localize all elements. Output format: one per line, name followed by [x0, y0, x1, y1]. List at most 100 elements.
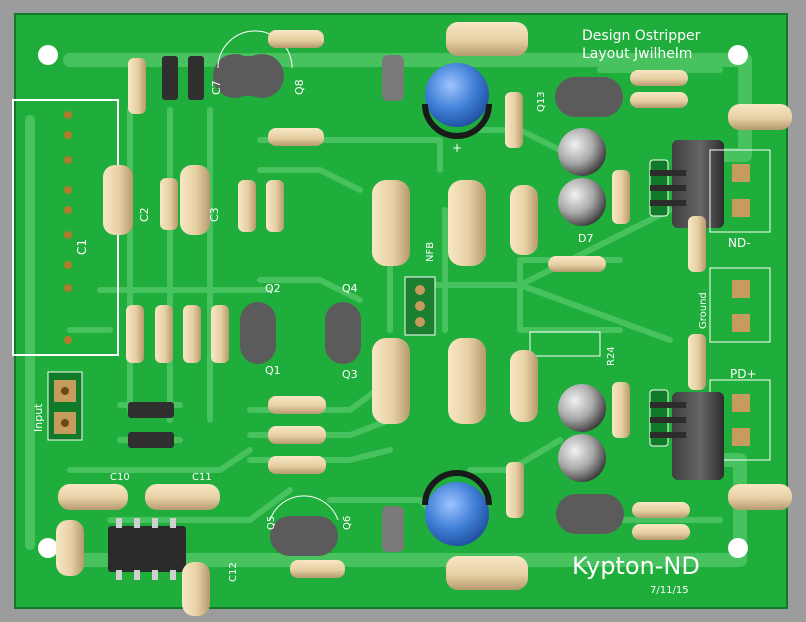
- resistor: [612, 382, 630, 438]
- cap-c2: [103, 165, 133, 235]
- resistor: [506, 462, 524, 518]
- cap-right-lower: [510, 350, 538, 422]
- reg-leg: [650, 170, 686, 176]
- label-q13: Q13: [536, 91, 547, 112]
- cap-right-top: [728, 104, 792, 130]
- label-q2: Q2: [265, 282, 281, 295]
- resistor: [183, 305, 201, 363]
- resistor: [126, 305, 144, 363]
- label-input: Input: [32, 403, 45, 432]
- regulator-lower: [672, 392, 724, 480]
- diode-bottom: [382, 506, 404, 552]
- label-nfb: NFB: [425, 242, 436, 262]
- pcb-edge: [14, 13, 788, 609]
- nfb-pin: [415, 317, 425, 327]
- big-resistor: [372, 338, 410, 424]
- ground-pad: [732, 314, 750, 332]
- reg-leg: [650, 185, 686, 191]
- resistor: [268, 30, 324, 48]
- resistor-group-left: [126, 58, 284, 363]
- label-r24: R24: [606, 346, 617, 366]
- ic-dip8: [108, 526, 186, 572]
- credit-layout: Layout Jwilhelm: [582, 46, 692, 62]
- big-resistor: [372, 180, 410, 266]
- resistor: [632, 502, 690, 518]
- resistor: [238, 180, 256, 232]
- resistor: [290, 560, 345, 578]
- cap-left-bottom: [56, 520, 84, 576]
- resistor: [268, 128, 324, 146]
- label-q5: Q5: [266, 516, 277, 530]
- mounting-hole: [38, 538, 58, 558]
- diode: [128, 432, 174, 448]
- nfb-pin: [415, 301, 425, 311]
- resistor: [630, 92, 688, 108]
- pd-plus-pad: [732, 394, 750, 412]
- resistor: [548, 256, 606, 272]
- label-c10: C10: [110, 472, 130, 483]
- input-pad-hole: [61, 387, 69, 395]
- c1-pads: [64, 111, 72, 344]
- reg-leg: [650, 402, 686, 408]
- regulator-upper: [672, 140, 724, 228]
- resistor: [688, 334, 706, 390]
- resistor: [612, 170, 630, 224]
- big-resistor-bottom: [446, 556, 528, 590]
- diode: [162, 56, 178, 100]
- resistor: [268, 456, 326, 474]
- diode: [188, 56, 204, 100]
- transistor-can: [558, 178, 606, 226]
- label-ground: Ground: [698, 292, 709, 329]
- r24-outline: [529, 331, 601, 357]
- big-resistor: [448, 180, 486, 266]
- label-c2: C2: [138, 207, 151, 222]
- label-q3: Q3: [342, 368, 358, 381]
- label-c1: C1: [75, 239, 89, 255]
- diode-top: [382, 55, 404, 101]
- electrolytic-cap-top: [425, 63, 489, 127]
- resistor: [505, 92, 523, 148]
- resistor: [268, 426, 326, 444]
- q5q6-pair: [269, 495, 339, 556]
- label-c3: C3: [208, 207, 221, 222]
- polarity-plus-top: +: [452, 141, 462, 155]
- label-pd-plus: PD+: [730, 367, 757, 381]
- q3q4-pair: [325, 302, 361, 364]
- label-q4: Q4: [342, 282, 358, 295]
- resistor: [630, 70, 688, 86]
- label-nd-minus: ND-: [728, 236, 751, 250]
- resistor: [160, 178, 178, 230]
- label-q1: Q1: [265, 364, 281, 377]
- resistor: [266, 180, 284, 232]
- nd-minus-pad: [732, 164, 750, 182]
- reg-leg: [650, 200, 686, 206]
- q-lower-right-pair: [556, 494, 624, 534]
- label-d7: D7: [578, 232, 593, 245]
- label-q8: Q8: [293, 79, 306, 95]
- label-c12: C12: [228, 562, 239, 582]
- resistor: [268, 396, 326, 414]
- cap-c3: [180, 165, 210, 235]
- transistor-can: [558, 128, 606, 176]
- mounting-hole: [728, 538, 748, 558]
- nfb-pin: [415, 285, 425, 295]
- q13-pair: [555, 77, 623, 117]
- ground-pad: [732, 280, 750, 298]
- pd-plus-pad: [732, 428, 750, 446]
- resistor: [128, 58, 146, 114]
- electrolytic-cap-bottom-band: [422, 470, 492, 506]
- label-c11: C11: [192, 472, 212, 483]
- credit-design: Design Ostripper: [582, 28, 701, 44]
- ic-pins: [116, 518, 176, 580]
- reg-leg: [650, 432, 686, 438]
- q8-pair: [213, 30, 293, 98]
- resistor: [211, 305, 229, 363]
- transistor-can: [558, 384, 606, 432]
- cap-right-upper: [510, 185, 538, 255]
- big-resistor: [448, 338, 486, 424]
- cap-c10: [58, 484, 128, 510]
- diode: [128, 402, 174, 418]
- q1q2-pair: [240, 302, 276, 364]
